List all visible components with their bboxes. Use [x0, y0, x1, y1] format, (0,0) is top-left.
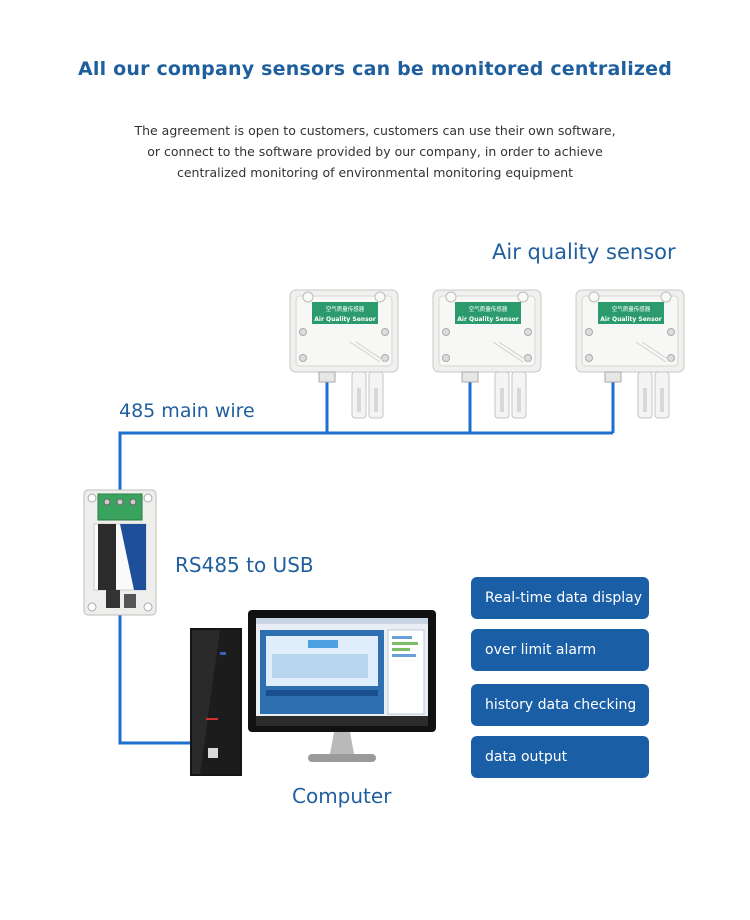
feature-over-limit-alarm[interactable]: over limit alarm: [471, 629, 649, 671]
usb-to-computer-wire: [118, 615, 190, 745]
sensor-english-label: Air Quality Sensor: [457, 316, 519, 323]
sensor-english-label: Air Quality Sensor: [314, 316, 376, 323]
computer-tower: [190, 628, 242, 776]
sensor-chinese-label: 空气质量传感器: [326, 305, 365, 313]
bus-wire-label: 485 main wire: [119, 400, 255, 422]
feature-data-output[interactable]: data output: [471, 736, 649, 778]
converter-label: RS485 to USB: [175, 553, 314, 577]
sensor-english-label: Air Quality Sensor: [600, 316, 662, 323]
air-quality-sensor-1: 空气质量传感器 Air Quality Sensor: [289, 289, 399, 419]
page-title: All our company sensors can be monitored…: [77, 58, 673, 80]
air-quality-sensor-2: 空气质量传感器 Air Quality Sensor: [432, 289, 542, 419]
computer-label: Computer: [292, 784, 392, 808]
description-line-2: or connect to the software provided by o…: [147, 144, 603, 159]
description-line-1: The agreement is open to customers, cust…: [134, 123, 616, 138]
feature-realtime-display[interactable]: Real-time data display: [471, 577, 649, 619]
main-bus-wire: [118, 431, 613, 492]
rs485-usb-converter: [83, 489, 157, 616]
air-quality-sensor-3: 空气质量传感器 Air Quality Sensor: [575, 289, 685, 419]
computer-monitor: [248, 610, 436, 762]
sensor-chinese-label: 空气质量传感器: [469, 305, 508, 313]
sensor-label: Air quality sensor: [492, 240, 676, 264]
sensor-chinese-label: 空气质量传感器: [612, 305, 651, 313]
description-line-3: centralized monitoring of environmental …: [176, 165, 574, 180]
feature-history-data[interactable]: history data checking: [471, 684, 649, 726]
